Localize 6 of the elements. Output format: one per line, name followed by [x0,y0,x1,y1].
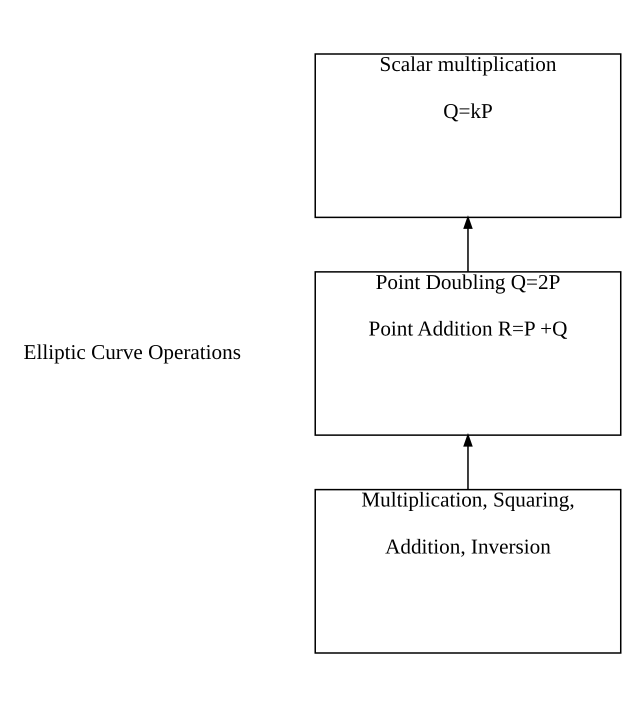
node-box: Multiplication, Squaring, Addition, Inversion [314,488,622,654]
arrow [463,215,473,272]
label: Elliptic Curve Operations [24,340,241,364]
node-box: Point Doubling Q=2P Point Addition R=P +Q [314,271,622,436]
node-box: Scalar multiplication Q=kP [314,53,622,218]
arrow [463,433,473,490]
